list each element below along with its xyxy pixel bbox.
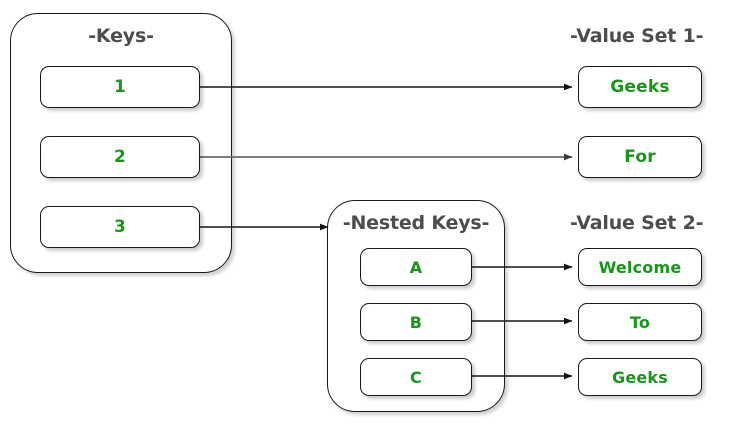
key-box-2[interactable]: 2 (40, 136, 200, 178)
value-box-geeks-1[interactable]: Geeks (578, 66, 702, 108)
key-label-3: 3 (113, 217, 127, 237)
nested-key-label-b: B (409, 312, 423, 332)
value-box-geeks-2[interactable]: Geeks (578, 358, 702, 396)
value-label-geeks-1: Geeks (610, 77, 670, 97)
value-label-to: To (629, 312, 651, 332)
value-box-welcome[interactable]: Welcome (578, 248, 702, 286)
value-set-1-title: -Value Set 1- (570, 25, 704, 47)
value-box-for[interactable]: For (578, 136, 702, 178)
key-box-1[interactable]: 1 (40, 66, 200, 108)
keys-title: -Keys- (88, 25, 154, 47)
nested-key-box-b[interactable]: B (360, 303, 472, 341)
value-label-welcome: Welcome (598, 257, 682, 277)
value-label-geeks-2: Geeks (612, 367, 668, 387)
key-label-2: 2 (113, 147, 127, 167)
value-set-2-title: -Value Set 2- (570, 212, 704, 234)
nested-key-label-c: C (410, 367, 422, 387)
nested-key-box-c[interactable]: C (360, 358, 472, 396)
key-box-3[interactable]: 3 (40, 206, 200, 248)
nested-key-box-a[interactable]: A (360, 248, 472, 286)
nested-key-label-a: A (409, 257, 423, 277)
nested-keys-title: -Nested Keys- (342, 212, 490, 234)
value-label-for: For (624, 147, 656, 167)
value-box-to[interactable]: To (578, 303, 702, 341)
key-label-1: 1 (113, 77, 127, 97)
